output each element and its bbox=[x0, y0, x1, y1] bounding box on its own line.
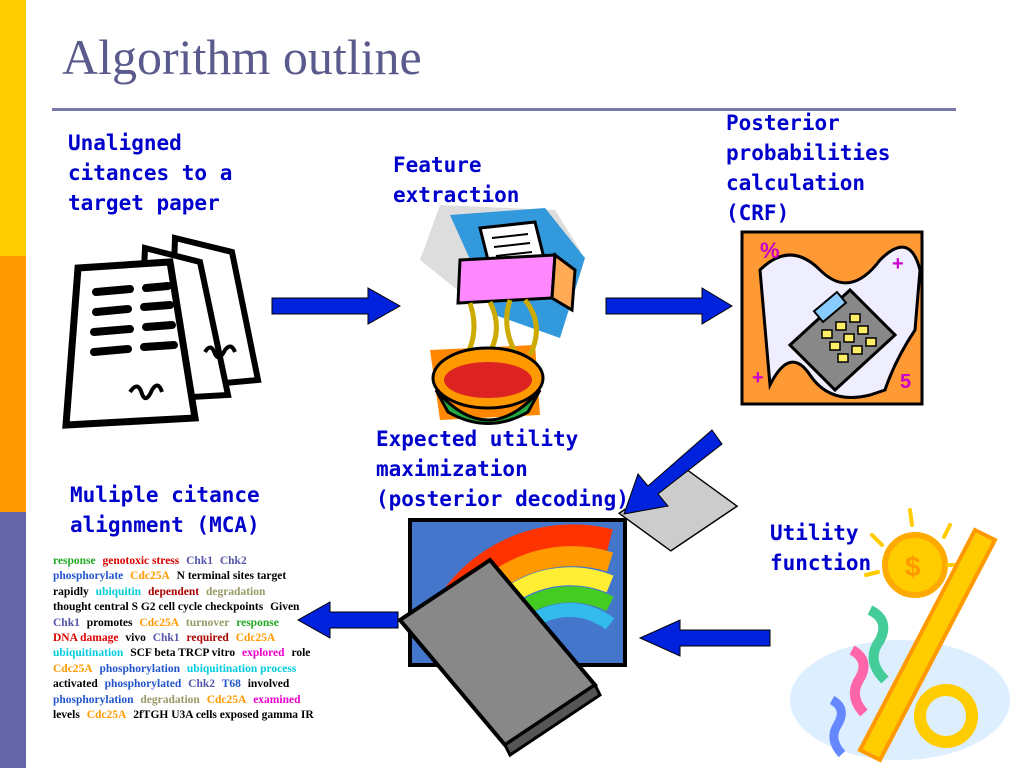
left-bar-orange bbox=[0, 256, 26, 512]
document-stack-icon bbox=[62, 234, 262, 429]
arrow-utility-to-decoding bbox=[638, 619, 771, 657]
word-cloud-term: response bbox=[53, 555, 96, 567]
word-cloud-term: role bbox=[291, 647, 311, 660]
arrow-crf-to-decoding bbox=[623, 429, 723, 515]
label-mca: Muliple citance alignment (MCA) bbox=[70, 483, 260, 537]
word-cloud-term: Cdc25A bbox=[139, 616, 180, 629]
word-cloud-term: phosphorylated bbox=[104, 678, 182, 691]
word-cloud-term: phosphorylation bbox=[99, 662, 181, 675]
label-expected-utility: Expected utility maximization (posterior… bbox=[376, 427, 629, 511]
word-cloud-term: phosphorylate bbox=[53, 570, 124, 583]
alignment-word-cloud: response genotoxic stress Chk1 Chk2 phos… bbox=[53, 554, 325, 723]
word-cloud-term: involved bbox=[247, 678, 290, 691]
printer-soup-icon bbox=[420, 205, 585, 425]
svg-text:$: $ bbox=[905, 551, 921, 582]
word-cloud-term: genotoxic stress bbox=[102, 555, 180, 567]
word-cloud-term: activated bbox=[53, 678, 98, 691]
svg-text:5: 5 bbox=[900, 371, 911, 393]
word-cloud-term: rapidly bbox=[53, 585, 89, 598]
word-cloud-term: Chk2 bbox=[188, 678, 216, 691]
word-cloud-term: Cdc25A bbox=[53, 662, 93, 675]
svg-text:+: + bbox=[892, 253, 904, 275]
word-cloud-term: Chk1 bbox=[186, 555, 213, 567]
word-cloud-term: phosphorylation bbox=[53, 693, 134, 706]
arrow-docs-to-feature bbox=[271, 287, 402, 325]
word-cloud-term: degradation bbox=[140, 693, 200, 706]
word-cloud-term: degradation bbox=[205, 585, 266, 598]
percent-sign-icon: $ bbox=[790, 508, 1010, 763]
label-feature-extraction: Feature extraction bbox=[393, 153, 520, 207]
laptop-rainbow-icon bbox=[397, 467, 739, 758]
word-cloud-term: Chk1 bbox=[53, 616, 80, 629]
word-cloud-term: required bbox=[186, 632, 229, 645]
word-cloud-term: DNA damage bbox=[53, 632, 119, 645]
page-title: Algorithm outline bbox=[62, 29, 422, 85]
svg-text:+: + bbox=[752, 367, 764, 389]
label-posterior-probabilities: Posterior probabilities calculation (CRF… bbox=[726, 111, 891, 225]
word-cloud-term: turnover bbox=[185, 616, 230, 629]
arrow-feature-to-crf bbox=[605, 287, 733, 325]
word-cloud-term: 2fTGH U3A cells exposed gamma IR bbox=[133, 709, 314, 722]
word-cloud-term: SCF beta TRCP vitro bbox=[130, 647, 236, 660]
word-cloud-term: explored bbox=[241, 647, 285, 660]
title-divider bbox=[52, 108, 956, 111]
word-cloud-term: ubiquitination bbox=[53, 647, 124, 660]
word-cloud-term: promotes bbox=[86, 616, 133, 629]
word-cloud-term: ubiquitin bbox=[95, 585, 142, 598]
word-cloud-term: thought central S G2 cell cycle checkpoi… bbox=[53, 601, 264, 614]
label-utility-function: Utility function bbox=[770, 521, 872, 575]
word-cloud-term: Cdc25A bbox=[130, 570, 170, 583]
svg-text:%: % bbox=[760, 238, 780, 263]
word-cloud-term: Cdc25A bbox=[86, 709, 127, 722]
arrow-decoding-to-mca bbox=[296, 601, 399, 639]
word-cloud-term: Chk2 bbox=[219, 555, 247, 567]
left-bar-yellow bbox=[0, 0, 26, 256]
word-cloud-term: Cdc25A bbox=[235, 632, 276, 645]
left-bar-purple bbox=[0, 512, 26, 768]
word-cloud-term: ubiquitination process bbox=[186, 662, 297, 675]
word-cloud-term: vivo bbox=[125, 632, 146, 645]
word-cloud-term: dependent bbox=[147, 585, 200, 598]
word-cloud-term: Cdc25A bbox=[206, 693, 247, 706]
word-cloud-term: examined bbox=[253, 693, 301, 706]
word-cloud-term: Chk1 bbox=[152, 632, 180, 645]
word-cloud-term: N terminal sites target bbox=[176, 570, 287, 583]
label-unaligned-citances: Unaligned citances to a target paper bbox=[68, 131, 233, 215]
word-cloud-term: Given bbox=[270, 601, 300, 614]
calculator-icon: % + + 5 bbox=[740, 230, 924, 406]
word-cloud-term: levels bbox=[53, 709, 80, 722]
word-cloud-term: T68 bbox=[221, 678, 241, 691]
word-cloud-term: response bbox=[236, 616, 279, 629]
